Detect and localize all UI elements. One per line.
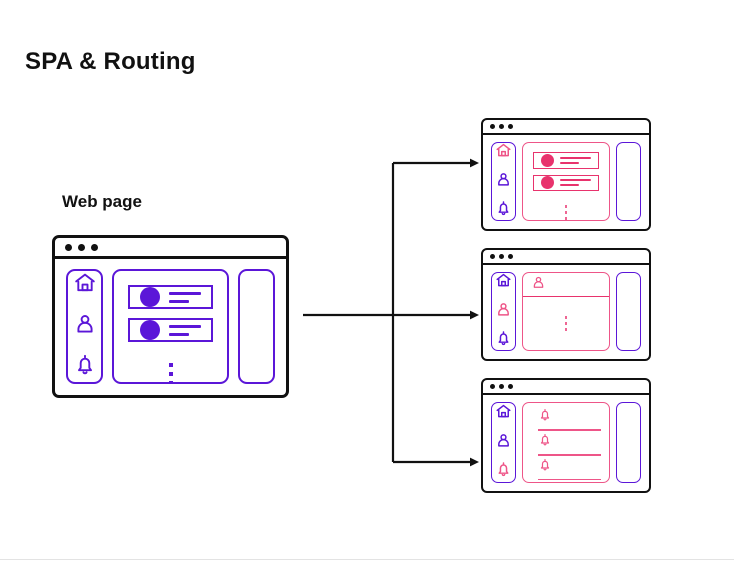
arrowhead-icon (470, 457, 479, 467)
person-icon[interactable] (495, 301, 512, 323)
arrowhead-icon (470, 158, 479, 168)
feed-card[interactable] (128, 318, 213, 342)
route-window-home[interactable] (481, 118, 651, 231)
avatar (541, 153, 554, 167)
bell-icon[interactable] (495, 330, 512, 352)
web-page-window[interactable] (52, 235, 289, 398)
page-content-area (112, 269, 229, 384)
card-text-lines (169, 324, 201, 336)
bell-icon (538, 458, 601, 477)
text-line (560, 184, 580, 187)
feed-card[interactable] (533, 174, 599, 192)
window-titlebar (55, 238, 286, 259)
window-body (483, 265, 649, 359)
window-dot-icon (508, 124, 513, 129)
window-dot-icon (499, 124, 504, 129)
bell-icon[interactable] (495, 200, 512, 222)
route-window-profile[interactable] (481, 248, 651, 361)
avatar (140, 320, 160, 340)
right-rail (616, 402, 641, 483)
window-dot-icon (490, 124, 495, 129)
window-dot-icon (499, 384, 504, 389)
arrowhead-icon (470, 310, 479, 320)
text-line (169, 291, 201, 295)
page-title: SPA & Routing (25, 48, 196, 75)
text-line (560, 156, 591, 159)
feed-card[interactable] (533, 152, 599, 169)
window-body (483, 135, 649, 229)
nav-sidebar[interactable] (491, 142, 516, 221)
page-content-area (522, 142, 610, 221)
window-titlebar (483, 380, 649, 395)
person-icon[interactable] (495, 432, 512, 454)
window-dot-icon (91, 243, 98, 251)
avatar (541, 176, 554, 190)
page-content-area (522, 272, 610, 351)
bell-icon (538, 433, 601, 452)
bell-icon[interactable] (495, 461, 512, 483)
home-icon[interactable] (73, 271, 97, 300)
person-icon[interactable] (73, 312, 97, 341)
text-line (560, 179, 591, 182)
slide-bottom-divider (0, 559, 734, 560)
vertical-ellipsis-icon (564, 205, 568, 220)
text-line (169, 324, 201, 328)
vertical-ellipsis-icon (564, 316, 568, 331)
home-icon[interactable] (495, 142, 512, 164)
text-line (169, 332, 189, 336)
window-dot-icon (499, 254, 504, 259)
feed-card[interactable] (128, 285, 213, 309)
avatar (140, 287, 160, 307)
vertical-ellipsis-icon (168, 363, 173, 382)
right-rail (238, 269, 275, 384)
right-rail (616, 142, 641, 221)
window-body (55, 259, 286, 395)
notification-row[interactable] (531, 458, 601, 481)
row-divider (538, 478, 601, 481)
window-dot-icon (508, 254, 513, 259)
window-dot-icon (490, 384, 495, 389)
window-dot-icon (508, 384, 513, 389)
nav-sidebar[interactable] (491, 402, 516, 483)
right-rail (616, 272, 641, 351)
person-icon[interactable] (495, 171, 512, 193)
window-titlebar (483, 250, 649, 265)
text-line (560, 161, 580, 164)
profile-body (523, 297, 609, 350)
notifications-more (531, 482, 601, 483)
nav-sidebar[interactable] (66, 269, 103, 384)
notification-row[interactable] (531, 433, 601, 456)
notification-row[interactable] (531, 408, 601, 431)
bell-icon[interactable] (73, 353, 97, 382)
row-divider (538, 429, 601, 431)
source-window-label: Web page (62, 192, 142, 211)
person-icon (531, 275, 546, 295)
page-content-area (522, 402, 610, 483)
window-dot-icon (65, 243, 72, 251)
text-line (169, 299, 189, 303)
card-text-lines (169, 291, 201, 303)
window-dot-icon (78, 243, 85, 251)
window-titlebar (483, 120, 649, 135)
bell-icon (538, 408, 601, 427)
profile-header (523, 273, 609, 297)
window-dot-icon (490, 254, 495, 259)
window-body (483, 395, 649, 491)
card-text-lines (560, 179, 591, 187)
row-divider (538, 453, 601, 456)
home-icon[interactable] (495, 403, 512, 425)
nav-sidebar[interactable] (491, 272, 516, 351)
home-icon[interactable] (495, 272, 512, 294)
route-window-notifications[interactable] (481, 378, 651, 493)
card-text-lines (560, 156, 591, 164)
